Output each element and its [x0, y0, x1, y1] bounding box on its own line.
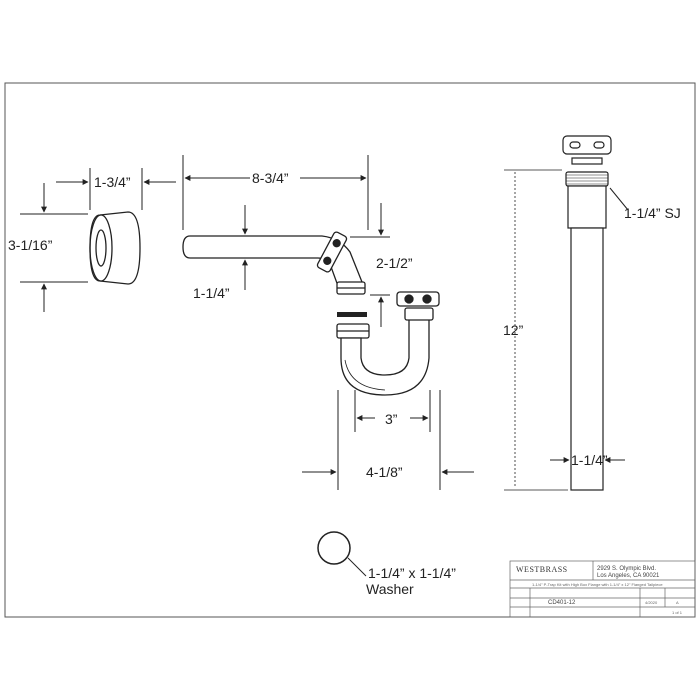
tailpiece	[562, 135, 612, 491]
brand-address-line2: Los Angeles, CA 90021	[597, 573, 660, 579]
slip-washer	[337, 312, 367, 317]
escutcheon-width-dimension	[56, 168, 176, 210]
wall-tube-drop-dimension	[350, 203, 390, 327]
trap-outer-width-label: 4-1/8”	[366, 464, 403, 480]
part-number: CD401-12	[548, 600, 576, 606]
sheet-number: 1 of 1	[672, 610, 683, 615]
washer	[317, 531, 351, 565]
brand-logo: WESTBRASS	[516, 565, 568, 574]
escutcheon-flange	[89, 211, 141, 285]
washer-label: Washer	[366, 581, 414, 597]
wall-tube-drop-label: 2-1/2”	[376, 255, 413, 271]
trap-inner-width-dimension	[354, 390, 431, 432]
brand-address-line1: 2929 S. Olympic Blvd.	[597, 566, 656, 572]
wall-tube	[182, 231, 366, 295]
wall-tube-length-dimension	[182, 155, 369, 230]
washer-leader	[347, 557, 367, 577]
title-block	[509, 560, 696, 618]
tailpiece-diameter-label: 1-1/4”	[571, 452, 608, 468]
drawing-date: 4/2020	[645, 600, 658, 605]
drawing-rev: A	[676, 600, 679, 605]
trap-outer-width-dimension	[302, 390, 474, 490]
slip-joint-leader	[609, 187, 629, 211]
washer-size-label: 1-1/4” x 1-1/4”	[368, 565, 456, 581]
tailpiece-length-dimension	[504, 169, 568, 491]
trap-inner-width-label: 3”	[385, 411, 398, 427]
wall-tube-length-label: 8-3/4”	[252, 170, 289, 186]
escutcheon-width-label: 1-3/4”	[94, 174, 131, 190]
p-trap	[336, 291, 440, 396]
drawing-frame	[4, 82, 696, 618]
escutcheon-height-dimension	[20, 183, 88, 312]
tailpiece-length-label: 12”	[503, 322, 524, 338]
part-description: 1-1/4" P-Trap Kit with High Box Flange w…	[532, 582, 663, 587]
escutcheon-height-label: 3-1/16”	[8, 237, 53, 253]
tailpiece-slip-joint-label: 1-1/4” SJ	[624, 205, 681, 221]
wall-tube-diameter-label: 1-1/4”	[193, 285, 230, 301]
